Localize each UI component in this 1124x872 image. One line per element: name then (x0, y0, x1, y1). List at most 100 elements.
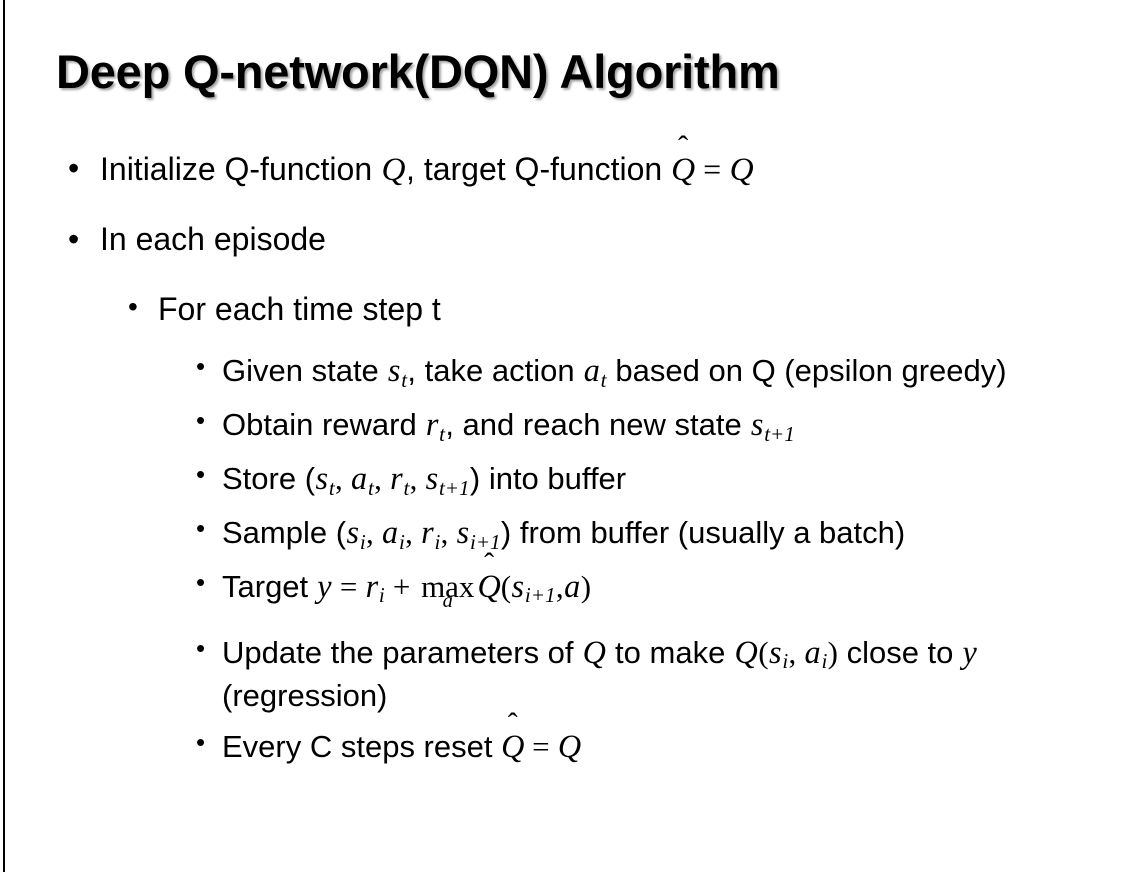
bullet-target-formula: • Target y = ri + maxâQ(si+1,a) (0, 566, 1124, 611)
text-segment: , (335, 461, 351, 497)
bullet-update-parameters-text: Update the parameters of Q to make Q(si,… (222, 632, 1090, 716)
text-segment: (regression) (222, 677, 388, 713)
math-op-equals: = (703, 151, 722, 187)
slide-body: • Initialize Q-function Q, target Q-func… (0, 148, 1124, 778)
bullet-dot-icon: • (128, 290, 138, 322)
text-segment: Sample ( (222, 515, 347, 551)
math-var-a: a (564, 567, 581, 604)
text-segment: from buffer (usually a batch) (511, 515, 906, 551)
math-var-Q-base: Q (477, 567, 501, 604)
math-subscript-t: t (401, 367, 408, 392)
math-subscript-t: t (328, 475, 335, 500)
math-subscript-t-plus-1: t+1 (764, 421, 795, 446)
text-segment: to make (606, 634, 734, 670)
page-title: Deep Q-network(DQN) Algorithm (56, 45, 780, 98)
math-var-Qhat: ̂Q (477, 566, 500, 608)
math-subscript-t-plus-1: t+1 (438, 475, 470, 500)
math-var-s: s (769, 633, 782, 670)
bullet-dot-icon: • (196, 513, 206, 544)
text-segment: Update the parameters of (222, 634, 583, 670)
bullet-in-each-episode: • In each episode (0, 219, 1124, 261)
bullet-store-tuple-text: Store (st, at, rt, st+1) into buffer (222, 458, 1090, 502)
paren-close: ) (827, 634, 838, 670)
text-segment: Target (222, 568, 317, 604)
text-segment: , (374, 461, 390, 497)
math-var-s: s (387, 352, 401, 389)
text-segment: Given state (222, 353, 388, 389)
math-var-Q-base: Q (671, 151, 696, 188)
math-op-plus: + (392, 568, 411, 604)
text-segment: , (409, 461, 426, 497)
math-var-y: y (962, 633, 977, 670)
bullet-target-formula-text: Target y = ri + maxâQ(si+1,a) (222, 566, 1090, 611)
math-var-s: s (315, 460, 329, 497)
paren-open: ( (500, 568, 512, 604)
text-segment: , target Q-function (406, 151, 672, 187)
slide-left-border (3, 0, 5, 872)
bullet-dot-icon: • (196, 351, 206, 382)
bullet-for-each-time-step: • For each time step t (0, 289, 1124, 331)
math-var-r: r (365, 567, 379, 604)
bullet-obtain-reward: • Obtain reward rt, and reach new state … (0, 404, 1124, 448)
math-op-equals: = (532, 728, 550, 764)
bullet-dot-icon: • (68, 221, 80, 258)
math-var-a: a (583, 352, 600, 389)
math-var-a: a (382, 514, 399, 551)
text-segment: based on Q (epsilon greedy) (606, 353, 1007, 389)
bullet-reset-target-network-text: Every C steps reset ̂Q = Q (222, 726, 1090, 768)
bullet-store-tuple: • Store (st, at, rt, st+1) into buffer (0, 458, 1124, 502)
bullet-dot-icon: • (196, 405, 206, 436)
math-var-Q: Q (734, 633, 758, 670)
math-var-s: s (456, 514, 470, 551)
text-segment: Store ( (222, 461, 316, 497)
bullet-given-state: • Given state st, take action at based o… (0, 350, 1124, 394)
math-op-equals: = (339, 568, 358, 604)
math-subscript-i: i (398, 529, 405, 554)
math-subscript-i: i (821, 649, 828, 674)
text-segment: , (440, 515, 457, 551)
math-subscript-i: i (378, 583, 385, 608)
math-var-Q: Q (557, 727, 582, 764)
bullet-initialize: • Initialize Q-function Q, target Q-func… (0, 148, 1124, 191)
math-var-r: r (390, 460, 403, 497)
math-var-r: r (425, 406, 439, 443)
text-segment: Every C steps reset (222, 728, 502, 764)
bullet-reset-target-network: • Every C steps reset ̂Q = Q (0, 726, 1124, 768)
paren-close: ) (500, 515, 512, 551)
math-var-Qhat: ̂Q (671, 148, 695, 191)
math-subscript-i-plus-1: i+1 (524, 583, 556, 608)
math-subscript-i: i (782, 649, 789, 674)
bullet-dot-icon: • (196, 632, 206, 663)
math-var-Q: Q (582, 633, 606, 670)
bullet-update-parameters: • Update the parameters of Q to make Q(s… (0, 632, 1124, 716)
math-subscript-i: i (434, 529, 441, 554)
math-var-Q: Q (729, 151, 754, 188)
text-segment: close to (837, 634, 963, 670)
text-segment: , (788, 634, 805, 670)
text-segment: , (366, 515, 382, 551)
math-var-s: s (511, 567, 525, 604)
math-var-Q-base: Q (501, 727, 525, 764)
math-subscript-i: i (359, 529, 366, 554)
math-var-Qhat: ̂Q (501, 726, 524, 768)
math-var-s: s (750, 406, 764, 443)
text-segment: , take action (407, 353, 584, 389)
text-segment: into buffer (480, 461, 627, 497)
bullet-sample-tuple-text: Sample (si, ai, ri, si+1) from buffer (u… (222, 512, 1090, 556)
math-var-r: r (421, 514, 434, 551)
bullet-given-state-text: Given state st, take action at based on … (222, 350, 1090, 394)
text-segment: , and reach new state (445, 407, 751, 443)
paren-open: ( (758, 634, 769, 670)
math-var-y: y (317, 567, 332, 604)
math-var-Q: Q (381, 151, 406, 188)
bullet-for-each-time-step-text: For each time step t (158, 290, 441, 327)
text-segment: Obtain reward (222, 407, 426, 443)
bullet-dot-icon: • (196, 566, 206, 597)
math-subscript-i-plus-1: i+1 (469, 529, 501, 554)
paren-close: ) (469, 461, 481, 497)
text-segment: , (555, 568, 564, 604)
bullet-in-each-episode-text: In each episode (100, 221, 326, 258)
math-subscript-t: t (439, 421, 446, 446)
